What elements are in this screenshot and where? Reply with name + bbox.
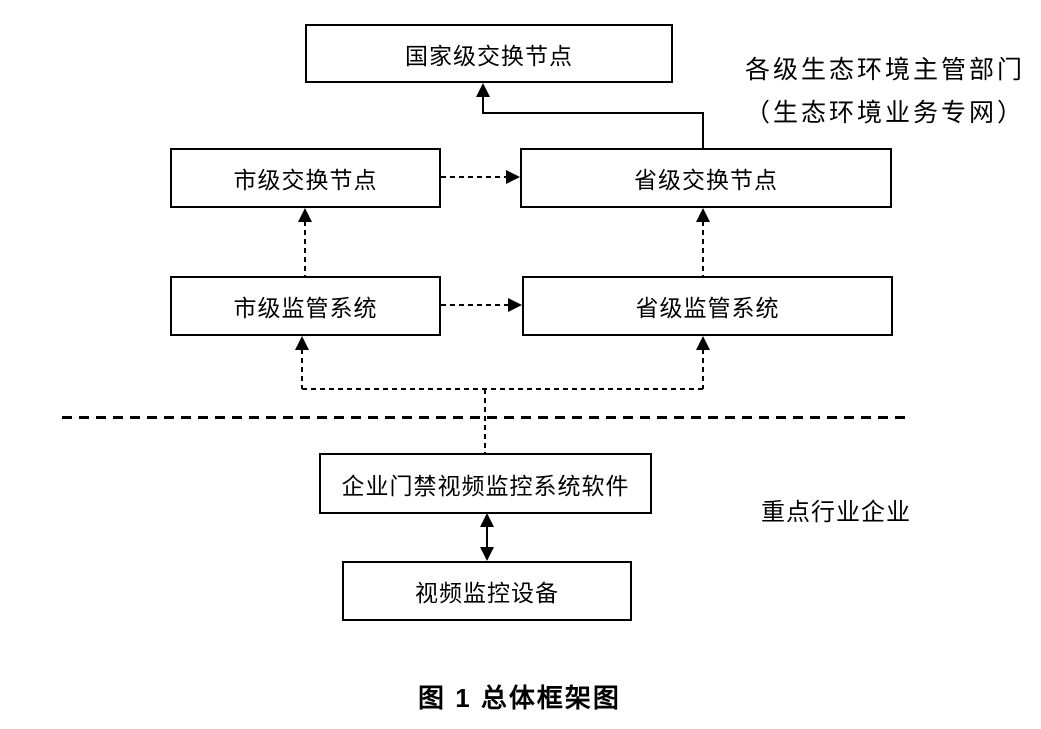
zone-divider-dashed-line [62, 416, 908, 419]
edge-enterprise-branch-horizontal [302, 388, 704, 390]
figure-caption: 图 1 总体框架图 [418, 683, 621, 713]
arrowhead-up-into-city-supervision-icon [295, 336, 309, 350]
edge-provincial-to-national-vertical-top [482, 96, 484, 114]
node-city-supervision: 市级监管系统 [170, 276, 441, 336]
node-national-exchange-label: 国家级交换节点 [405, 43, 573, 69]
node-provincial-exchange: 省级交换节点 [520, 148, 892, 208]
node-provincial-exchange-label: 省级交换节点 [634, 168, 778, 193]
gov-network-zone-label-line2: （生态环境业务专网） [745, 100, 1026, 127]
edge-enterprise-branch-stem [484, 389, 486, 453]
node-enterprise-software: 企业门禁视频监控系统软件 [319, 453, 652, 514]
edge-provincial-supervision-to-provincial-exchange [702, 221, 704, 276]
node-national-exchange: 国家级交换节点 [305, 24, 673, 83]
edge-city-supervision-to-provincial-supervision [441, 304, 508, 306]
node-video-device-label: 视频监控设备 [415, 581, 559, 606]
arrowhead-right-into-provincial-supervision-icon [508, 298, 522, 312]
edge-city-supervision-to-city-exchange [304, 221, 306, 276]
node-city-exchange: 市级交换节点 [170, 148, 441, 208]
edge-enterprise-branch-left-vertical [301, 349, 303, 389]
arrowhead-up-into-city-exchange-icon [298, 208, 312, 222]
arrowhead-right-into-provincial-exchange-icon [506, 170, 520, 184]
edge-provincial-to-national-horizontal [482, 112, 704, 114]
node-provincial-supervision-label: 省级监管系统 [635, 296, 780, 321]
node-video-device: 视频监控设备 [342, 561, 632, 621]
arrowhead-up-into-enterprise-software-icon [480, 513, 494, 527]
arrowhead-up-into-national-exchange-icon [476, 83, 490, 97]
arrowhead-up-into-provincial-supervision-icon [696, 336, 710, 350]
gov-network-zone-label-line1: 各级生态环境主管部门 [745, 57, 1026, 84]
enterprise-zone-label: 重点行业企业 [761, 500, 911, 526]
node-city-supervision-label: 市级监管系统 [233, 296, 378, 321]
node-enterprise-software-label: 企业门禁视频监控系统软件 [341, 473, 630, 499]
edge-enterprise-software-video-device [486, 525, 488, 549]
gov-network-zone-label: 各级生态环境主管部门 （生态环境业务专网） [745, 49, 1025, 135]
node-city-exchange-label: 市级交换节点 [233, 168, 378, 193]
edge-city-exchange-to-provincial-exchange [441, 176, 506, 178]
edge-provincial-to-national-vertical-bottom [702, 112, 704, 148]
edge-enterprise-branch-right-vertical [702, 349, 704, 389]
arrowhead-up-into-provincial-exchange-icon [696, 208, 710, 222]
arrowhead-down-into-video-device-icon [480, 547, 494, 561]
node-provincial-supervision: 省级监管系统 [522, 276, 893, 336]
